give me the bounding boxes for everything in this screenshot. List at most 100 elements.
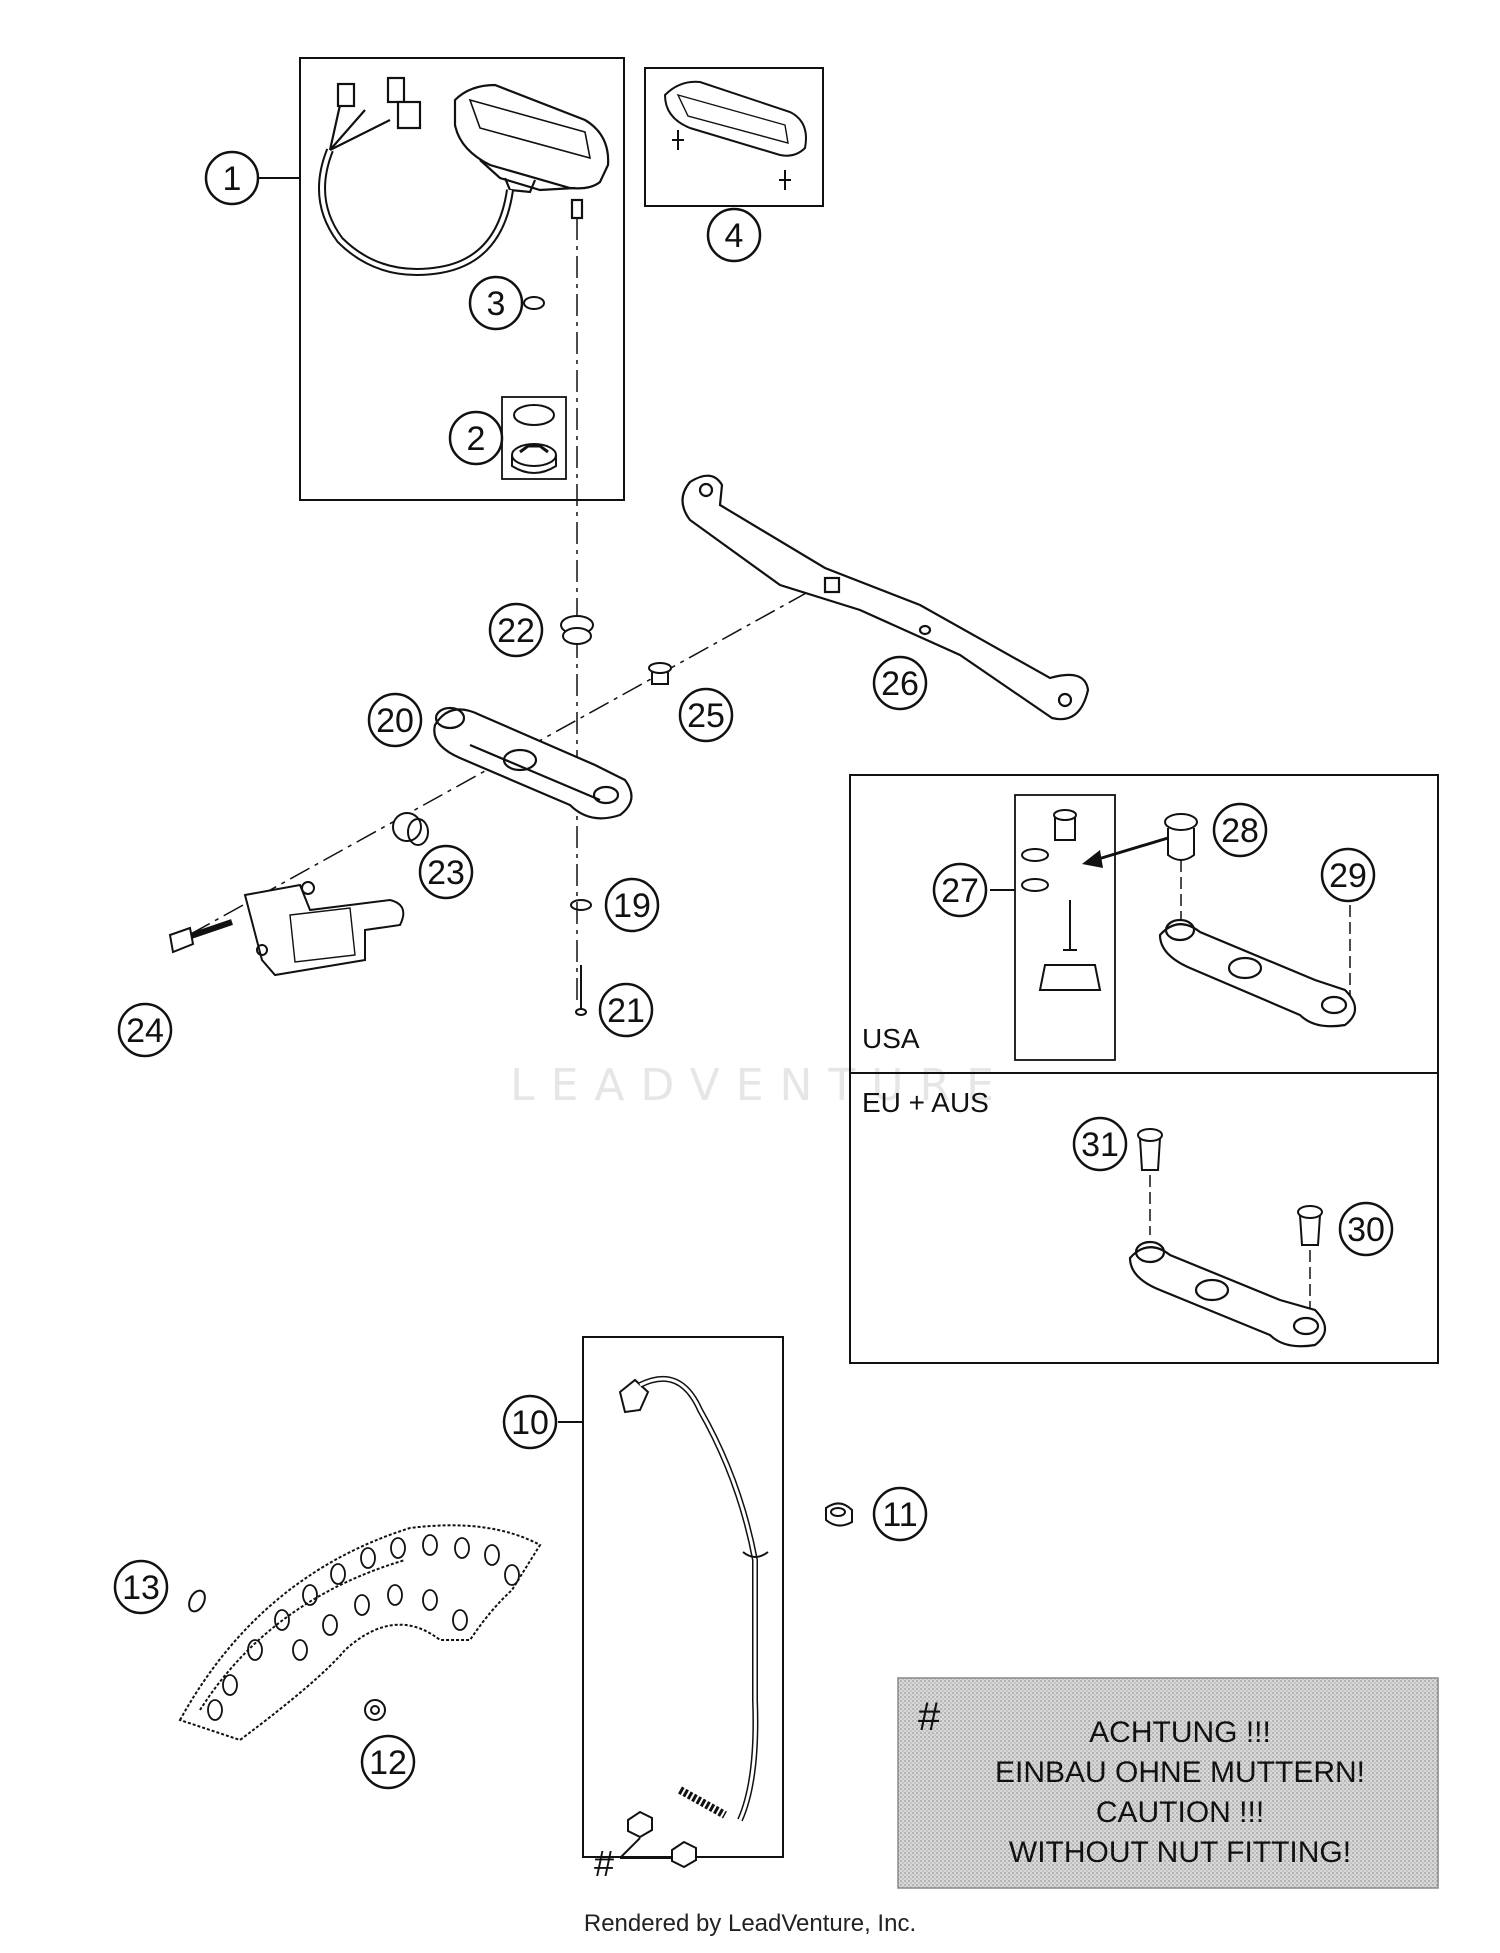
sensor-nuts: [619, 1810, 697, 1869]
part-30-pin: [1297, 1205, 1323, 1246]
callout-20: 20: [367, 692, 423, 748]
callout-circle: [872, 655, 928, 711]
callout-circle: [488, 602, 544, 658]
callout-28: 28: [1212, 802, 1268, 858]
watermark: LEADVENTURE: [510, 1060, 1010, 1111]
callout-number: 21: [607, 992, 645, 1030]
callout-circle: [502, 1394, 558, 1450]
callout-circle: [113, 1559, 169, 1615]
callout-number: 28: [1221, 812, 1259, 850]
callout-circle: [604, 877, 660, 933]
callout-11: 11: [872, 1486, 928, 1542]
callout-number: 13: [122, 1569, 160, 1607]
part-27-box: [1014, 794, 1116, 1061]
callout-number: 1: [223, 160, 242, 198]
callout-circle: [1212, 802, 1268, 858]
frame-eu-aus: [849, 1072, 1439, 1364]
part-3-plug: [523, 296, 545, 310]
callout-2: 2: [448, 410, 504, 466]
callout-13: 13: [113, 1559, 169, 1615]
part-4-drawing: [663, 80, 807, 190]
callout-circle: [932, 862, 988, 918]
callout-circle: [117, 1002, 173, 1058]
brake-disc: [178, 1524, 542, 1742]
leader-lines: [258, 177, 1015, 1423]
callout-1: 1: [204, 150, 260, 206]
label-usa: USA: [862, 1023, 920, 1054]
callout-circle: [872, 1486, 928, 1542]
callout-circle: [418, 844, 474, 900]
callout-31: 31: [1072, 1116, 1128, 1172]
callout-19: 19: [604, 877, 660, 933]
callout-number: 22: [497, 612, 535, 650]
part-27-drawing: [1021, 809, 1102, 991]
part-11-clip: [825, 1502, 853, 1527]
part-19-washer: [570, 899, 592, 911]
callout-circle: [204, 150, 260, 206]
note-line-3: CAUTION !!!: [1096, 1796, 1264, 1829]
callout-22: 22: [488, 602, 544, 658]
part-31-pin: [1137, 1128, 1163, 1171]
callout-number: 2: [467, 420, 486, 458]
arrow-27-to-28: [1094, 836, 1169, 862]
callout-23: 23: [418, 844, 474, 900]
speedometer-drawing: [318, 76, 610, 276]
number-plate-holder: [243, 881, 405, 977]
part-12-spacer: [364, 1699, 386, 1721]
callout-circle: [1072, 1116, 1128, 1172]
part-28-bushing: [1164, 813, 1198, 861]
part-26-bracket: [681, 474, 1090, 721]
part-10-sensor: [618, 1375, 769, 1822]
callout-circle: [448, 410, 504, 466]
callout-29: 29: [1320, 847, 1376, 903]
note-line-2: EINBAU OHNE MUTTERN!: [995, 1756, 1365, 1789]
frame-speedometer-kit: [299, 57, 625, 501]
callout-12: 12: [360, 1734, 416, 1790]
footer-credit: Rendered by LeadVenture, Inc.: [583, 1910, 917, 1937]
callout-circle: [678, 687, 734, 743]
callout-24: 24: [117, 1002, 173, 1058]
part-25-bushing: [648, 662, 672, 685]
note-hash: #: [918, 1695, 941, 1739]
callout-number: 11: [882, 1496, 917, 1534]
callout-number: 12: [369, 1744, 407, 1782]
callout-number: 26: [881, 665, 919, 703]
callout-4: 4: [706, 207, 762, 263]
callout-10: 10: [502, 1394, 558, 1450]
callout-number: 30: [1347, 1211, 1385, 1249]
label-eu-aus: EU + AUS: [862, 1087, 989, 1118]
callout-circle: [468, 275, 524, 331]
callout-number: 31: [1081, 1126, 1119, 1164]
callout-3: 3: [468, 275, 524, 331]
callout-27: 27: [932, 862, 988, 918]
callout-number: 24: [126, 1012, 164, 1050]
callout-circle: [706, 207, 762, 263]
callout-number: 25: [687, 697, 725, 735]
callout-number: 4: [725, 217, 744, 255]
note-box: [897, 1677, 1439, 1889]
callout-number: 27: [941, 872, 979, 910]
part-24-bolt: [168, 919, 233, 954]
disc-holes: [207, 1534, 520, 1721]
note-line-1: ACHTUNG !!!: [1089, 1716, 1271, 1749]
part-20-bracket: [433, 706, 633, 820]
part-2-nut: [511, 443, 557, 474]
arrow-head-27: [1082, 850, 1103, 868]
callout-number: 19: [613, 887, 651, 925]
callout-circle: [367, 692, 423, 748]
part-23-rubber: [392, 812, 429, 846]
callout-circle: [360, 1734, 416, 1790]
eu-bracket: [1128, 1240, 1327, 1348]
callout-circle: [598, 982, 654, 1038]
part-21-screw: [575, 965, 587, 1016]
note-line-4: WITHOUT NUT FITTING!: [1009, 1836, 1351, 1869]
callout-number: 10: [511, 1404, 549, 1442]
callout-circle: [1320, 847, 1376, 903]
callout-number: 23: [427, 854, 465, 892]
callout-26: 26: [872, 655, 928, 711]
frame-part-4: [644, 67, 824, 207]
callout-30: 30: [1338, 1201, 1394, 1257]
usa-bracket: [1158, 918, 1357, 1028]
